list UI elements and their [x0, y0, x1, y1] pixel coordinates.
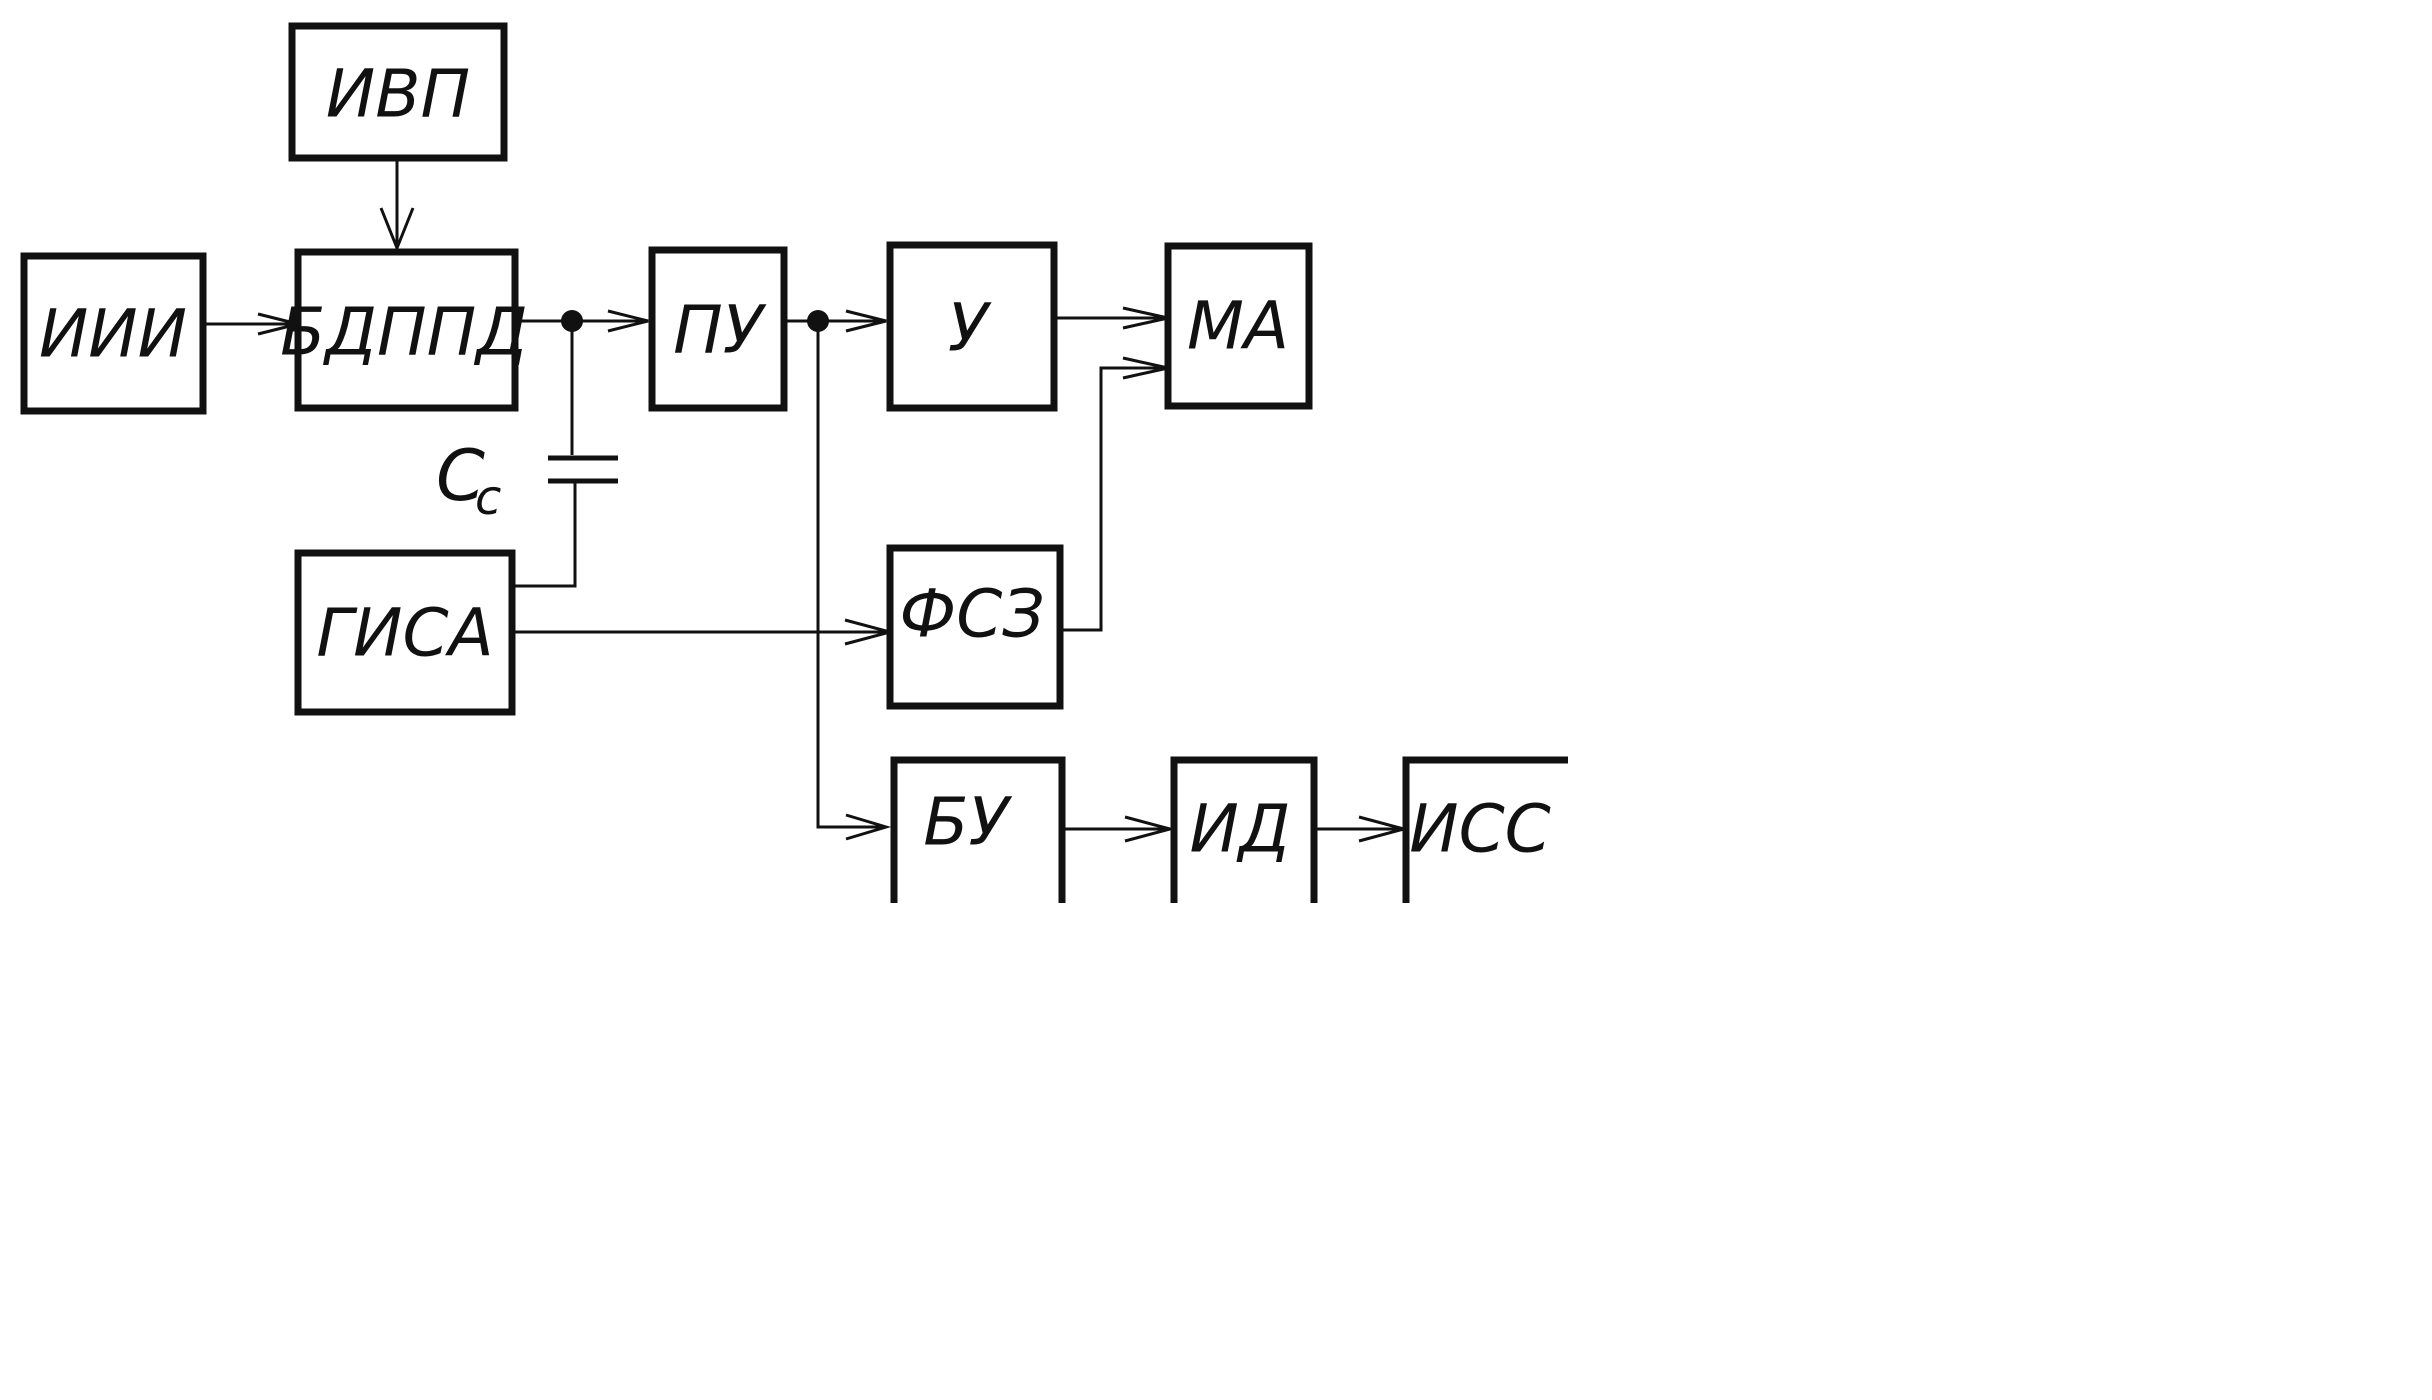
block-id: ИД	[1170, 756, 1318, 903]
block-gisa-label: ГИСА	[316, 595, 493, 672]
block-ivp: ИВП	[288, 22, 508, 162]
block-pu: ПУ	[648, 246, 788, 412]
block-iii: ИИИ	[20, 252, 207, 415]
arrowhead-into-pu	[607, 309, 649, 333]
block-bu: БУ	[890, 756, 1066, 903]
block-bdppd-label: БДППД	[280, 294, 528, 371]
block-ma-label: МА	[1187, 288, 1289, 365]
wire-fsz-to-ma	[1060, 366, 1168, 632]
block-bdppd: БДППД	[280, 248, 528, 412]
block-ivp-label: ИВП	[326, 56, 470, 133]
arrowhead-into-bdppd-top	[379, 207, 415, 253]
block-fsz-label: ФСЗ	[899, 576, 1044, 653]
arrowhead-into-u	[845, 309, 887, 333]
junction-dot-bdppd-output	[561, 310, 583, 332]
block-ma: МА	[1164, 242, 1313, 410]
block-u-label: У	[948, 290, 992, 367]
block-iss: ИСС	[1402, 756, 1568, 903]
block-gisa: ГИСА	[294, 549, 516, 716]
capacitor-label: C	[436, 435, 485, 517]
block-iii-label: ИИИ	[39, 296, 187, 373]
block-pu-label: ПУ	[673, 292, 767, 369]
wire-pu-to-bu	[816, 321, 886, 829]
block-diagram: C c ИВП ИИИ БДППД ПУ У МА ГИСА ФСЗ БУ	[20, 22, 1568, 903]
block-fsz: ФСЗ	[886, 544, 1064, 710]
junction-dot-pu-output	[807, 310, 829, 332]
capacitor-label-subscript: c	[475, 470, 501, 526]
arrowhead-into-bu	[845, 813, 892, 841]
arrowhead-into-id	[1124, 815, 1176, 843]
block-u: У	[886, 241, 1058, 412]
block-iss-label: ИСС	[1409, 791, 1551, 868]
capacitor-cc: C c	[436, 435, 618, 526]
wire-capacitor-to-gisa	[512, 481, 577, 588]
block-id-label: ИД	[1190, 791, 1291, 868]
block-bu-label: БУ	[923, 784, 1012, 861]
connections	[203, 158, 1404, 831]
